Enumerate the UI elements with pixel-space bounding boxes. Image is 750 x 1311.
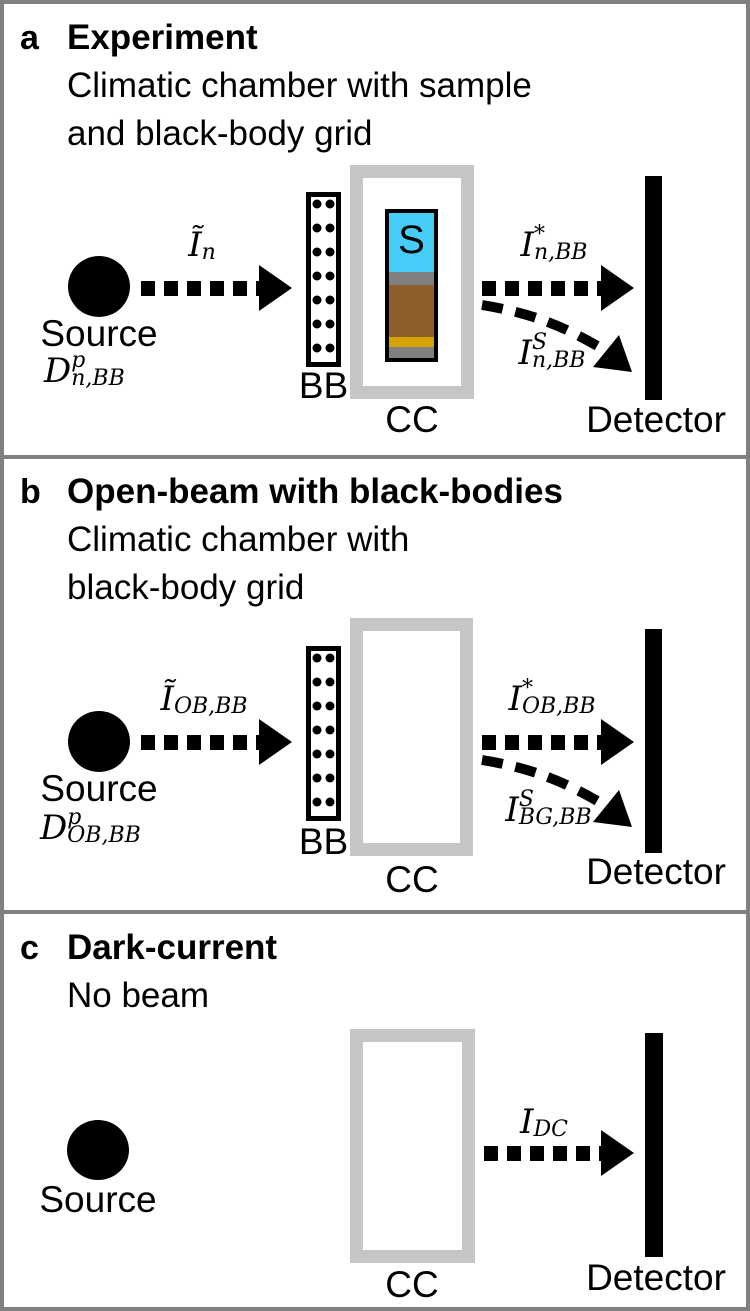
symbol-sup: p xyxy=(71,348,86,373)
beam-in-arrowhead-icon xyxy=(259,265,292,311)
panel-divider xyxy=(4,910,746,914)
source-icon xyxy=(67,1120,129,1180)
detector-label-c: Detector xyxy=(586,1257,726,1298)
bb-label-b: BB xyxy=(298,821,349,862)
beam-main-arrow-c xyxy=(484,1146,602,1161)
scatter-arrow-a xyxy=(481,300,632,372)
beam-main-label-a: I*n,BB xyxy=(520,222,588,265)
sample-layer-gray-2 xyxy=(389,347,434,358)
panel-b-subtitle-2: black-body grid xyxy=(67,568,305,607)
climatic-chamber-b xyxy=(350,618,473,856)
cc-label-a: CC xyxy=(385,399,439,440)
beam-in-arrowhead-icon xyxy=(259,719,292,765)
sample-layer-cyan: S xyxy=(389,213,434,272)
symbol-base: D xyxy=(44,351,72,391)
climatic-chamber-c xyxy=(350,1029,475,1263)
cc-label-c: CC xyxy=(385,1264,439,1305)
panel-c-letter: c xyxy=(20,929,39,967)
scatter-arrow-b xyxy=(481,755,632,827)
panel-a-subtitle-2: and black-body grid xyxy=(67,114,373,153)
panel-a-subtitle-1: Climatic chamber with sample xyxy=(67,66,532,105)
detector-icon xyxy=(645,629,662,853)
panel-b-title: Open-beam with black-bodies xyxy=(67,472,563,511)
panel-divider xyxy=(4,455,746,459)
symbol-sub: n,BB xyxy=(71,366,125,391)
detector-label-b: Detector xyxy=(586,851,726,892)
beam-in-arrow-a xyxy=(141,281,261,296)
cc-label-b: CC xyxy=(385,859,439,900)
beam-main-arrowhead-icon xyxy=(601,719,634,765)
source-icon xyxy=(68,711,130,772)
detector-icon xyxy=(645,1033,663,1257)
detector-icon xyxy=(645,176,662,400)
sample-layer-gray-1 xyxy=(389,272,434,285)
black-body-grid-icon xyxy=(306,646,341,821)
beam-main-arrow-a xyxy=(482,281,602,296)
panel-c-subtitle-1: No beam xyxy=(67,976,210,1015)
source-label: Source xyxy=(39,1179,157,1220)
panel-b-subtitle-1: Climatic chamber with xyxy=(67,520,410,559)
source-label: Source xyxy=(40,313,158,354)
panel-c-title: Dark-current xyxy=(67,928,278,967)
sample-label: S xyxy=(398,218,425,262)
black-body-grid-icon xyxy=(306,192,341,367)
beam-main-arrowhead-icon xyxy=(601,265,634,311)
sample-layer-gold xyxy=(389,337,434,347)
beam-main-arrow-b xyxy=(482,735,602,750)
panel-a-letter: a xyxy=(20,19,39,57)
source-icon xyxy=(68,256,130,317)
panel-a-title: Experiment xyxy=(67,18,258,57)
detector-label-a: Detector xyxy=(586,399,726,440)
sample-layer-brown xyxy=(389,285,434,337)
beam-main-arrowhead-icon xyxy=(601,1130,634,1176)
beam-main-label-b: I*OB,BB xyxy=(508,676,596,719)
sample: S xyxy=(385,209,438,362)
source-label: Source xyxy=(40,768,158,809)
panel-b-letter: b xyxy=(20,473,41,511)
bb-label-a: BB xyxy=(298,365,349,406)
beam-in-arrow-b xyxy=(141,735,261,750)
